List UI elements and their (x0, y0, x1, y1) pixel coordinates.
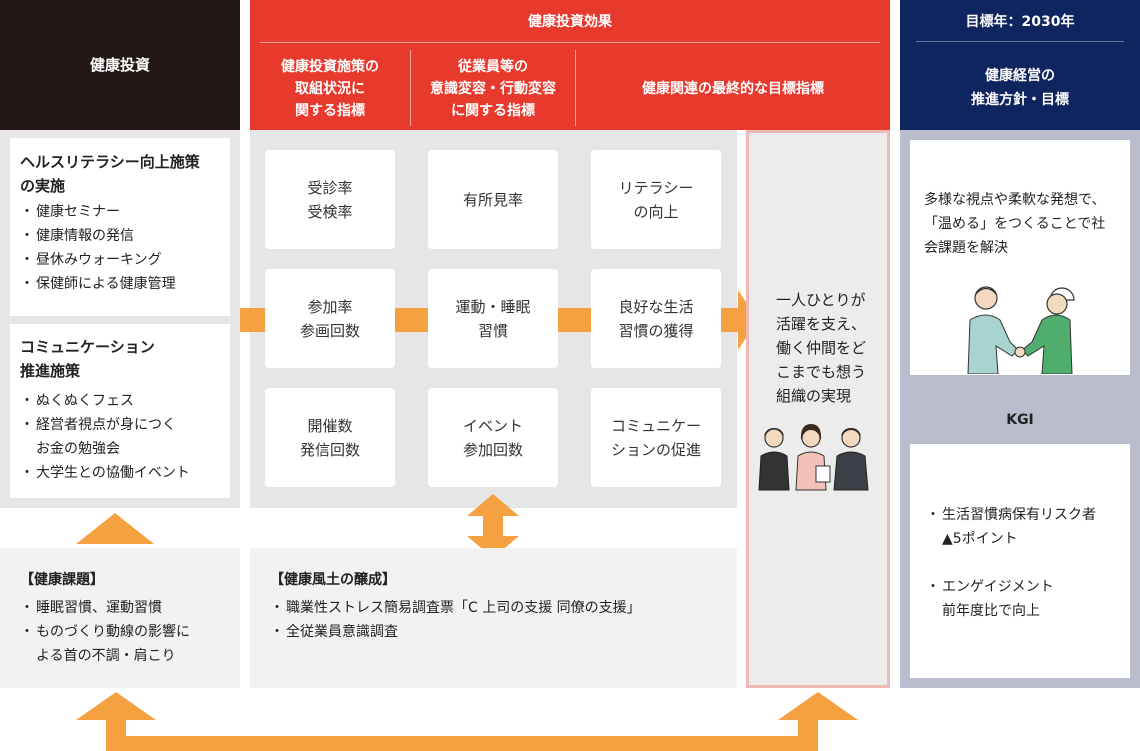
communication-list: ぬくぬくフェス 経営者視点が身につく お金の勉強会 大学生との協働イベント (20, 389, 220, 485)
effects-header (250, 0, 890, 130)
list-item: 健康情報の発信 (20, 224, 220, 248)
kgi-list: 生活習慣病保有リスク者 ▲5ポイント エンゲイジメント 前年度比で向上 (926, 503, 1114, 623)
list-item: ぬくぬくフェス (20, 389, 220, 413)
effects-title: 健康投資効果 (528, 14, 612, 30)
connector-mid-2 (557, 308, 591, 332)
culture-title: 【健康風土の醸成】 (270, 572, 396, 588)
target-year: 目標年：2030年 (965, 14, 1075, 30)
list-item: 睡眠習慣、運動習慣 (20, 596, 230, 620)
list-item: エンゲイジメント 前年度比で向上 (926, 575, 1114, 623)
indicator-box: リテラシー の向上 (591, 150, 721, 249)
effects-vline-1 (410, 50, 411, 126)
list-item: 生活習慣病保有リスク者 ▲5ポイント (926, 503, 1114, 551)
issues-title: 【健康課題】 (20, 572, 104, 588)
team-illustration (758, 424, 869, 491)
connector-right-shaft (720, 308, 738, 332)
list-item: 職業性ストレス簡易調査票「C 上司の支援 同僚の支援」 (270, 596, 727, 620)
connector-left (240, 308, 266, 332)
investment-header: 健康投資 (0, 0, 240, 130)
indicator-box: 受診率 受検率 (265, 150, 395, 249)
communication-block: コミュニケーション 推進施策 ぬくぬくフェス 経営者視点が身につく お金の勉強会… (10, 324, 230, 498)
indicator-box: 良好な生活 習慣の獲得 (591, 269, 721, 368)
communication-title: コミュニケーション 推進施策 (20, 338, 155, 380)
policy-text: 多様な視点や柔軟な発想で、「温める」をつくることで社会課題を解決 (924, 192, 1106, 256)
handshake-illustration (967, 286, 1075, 374)
indicator-box: イベント 参加回数 (428, 388, 558, 487)
target-title: 健康経営の 推進方針・目標 (971, 68, 1069, 108)
literacy-list: 健康セミナー 健康情報の発信 昼休みウォーキング 保健師による健康管理 (20, 200, 220, 296)
issues-list: 睡眠習慣、運動習慣 ものづくり動線の影響に よる首の不調・肩こり (20, 596, 230, 668)
effects-vline-2 (575, 50, 576, 126)
literacy-block: ヘルスリテラシー向上施策 の実施 健康セミナー 健康情報の発信 昼休みウォーキン… (10, 138, 230, 316)
target-divider (916, 41, 1124, 42)
effects-subheader-3: 健康関連の最終的な目標指標 (642, 81, 824, 97)
issues-box: 【健康課題】 睡眠習慣、運動習慣 ものづくり動線の影響に よる首の不調・肩こり (0, 548, 240, 688)
list-item: 全従業員意識調査 (270, 620, 727, 644)
list-item: 昼休みウォーキング (20, 248, 220, 272)
connector-arrows (240, 290, 758, 350)
indicator-box: 開催数 発信回数 (265, 388, 395, 487)
indicator-box: 参加率 参画回数 (265, 269, 395, 368)
indicator-box: 有所見率 (428, 150, 558, 249)
effects-divider (260, 42, 880, 43)
indicator-box: コミュニケー ションの促進 (591, 388, 721, 487)
list-item: 大学生との協働イベント (20, 461, 220, 485)
kgi-label: KGI (1006, 412, 1034, 428)
feedback-loop-arrow (76, 692, 858, 751)
double-arrow-icon (467, 494, 519, 558)
literacy-title: ヘルスリテラシー向上施策 の実施 (20, 153, 200, 195)
list-item: 健康セミナー (20, 200, 220, 224)
arrow-up-icon (76, 513, 154, 544)
indicator-box: 運動・睡眠 習慣 (428, 269, 558, 368)
target-header (900, 0, 1140, 130)
effects-subheader-2: 従業員等の 意識変容・行動変容 に関する指標 (430, 59, 556, 119)
effects-subheader-1: 健康投資施策の 取組状況に 関する指標 (281, 59, 379, 119)
final-goal-box (746, 130, 890, 688)
list-item: ものづくり動線の影響に よる首の不調・肩こり (20, 620, 230, 668)
list-item: 経営者視点が身につく お金の勉強会 (20, 413, 220, 461)
final-goal-text: 一人ひとりが活躍を支え、働く仲間をどこまでも想う組織の実現 (776, 291, 867, 405)
policy-box: 多様な視点や柔軟な発想で、「温める」をつくることで社会課題を解決 (910, 140, 1130, 375)
culture-list: 職業性ストレス簡易調査票「C 上司の支援 同僚の支援」 全従業員意識調査 (270, 596, 727, 644)
list-item: 保健師による健康管理 (20, 272, 220, 296)
kgi-box: 生活習慣病保有リスク者 ▲5ポイント エンゲイジメント 前年度比で向上 (910, 444, 1130, 678)
investment-header-title: 健康投資 (89, 56, 150, 74)
culture-box: 【健康風土の醸成】 職業性ストレス簡易調査票「C 上司の支援 同僚の支援」 全従… (250, 548, 737, 688)
connector-mid-1 (394, 308, 428, 332)
